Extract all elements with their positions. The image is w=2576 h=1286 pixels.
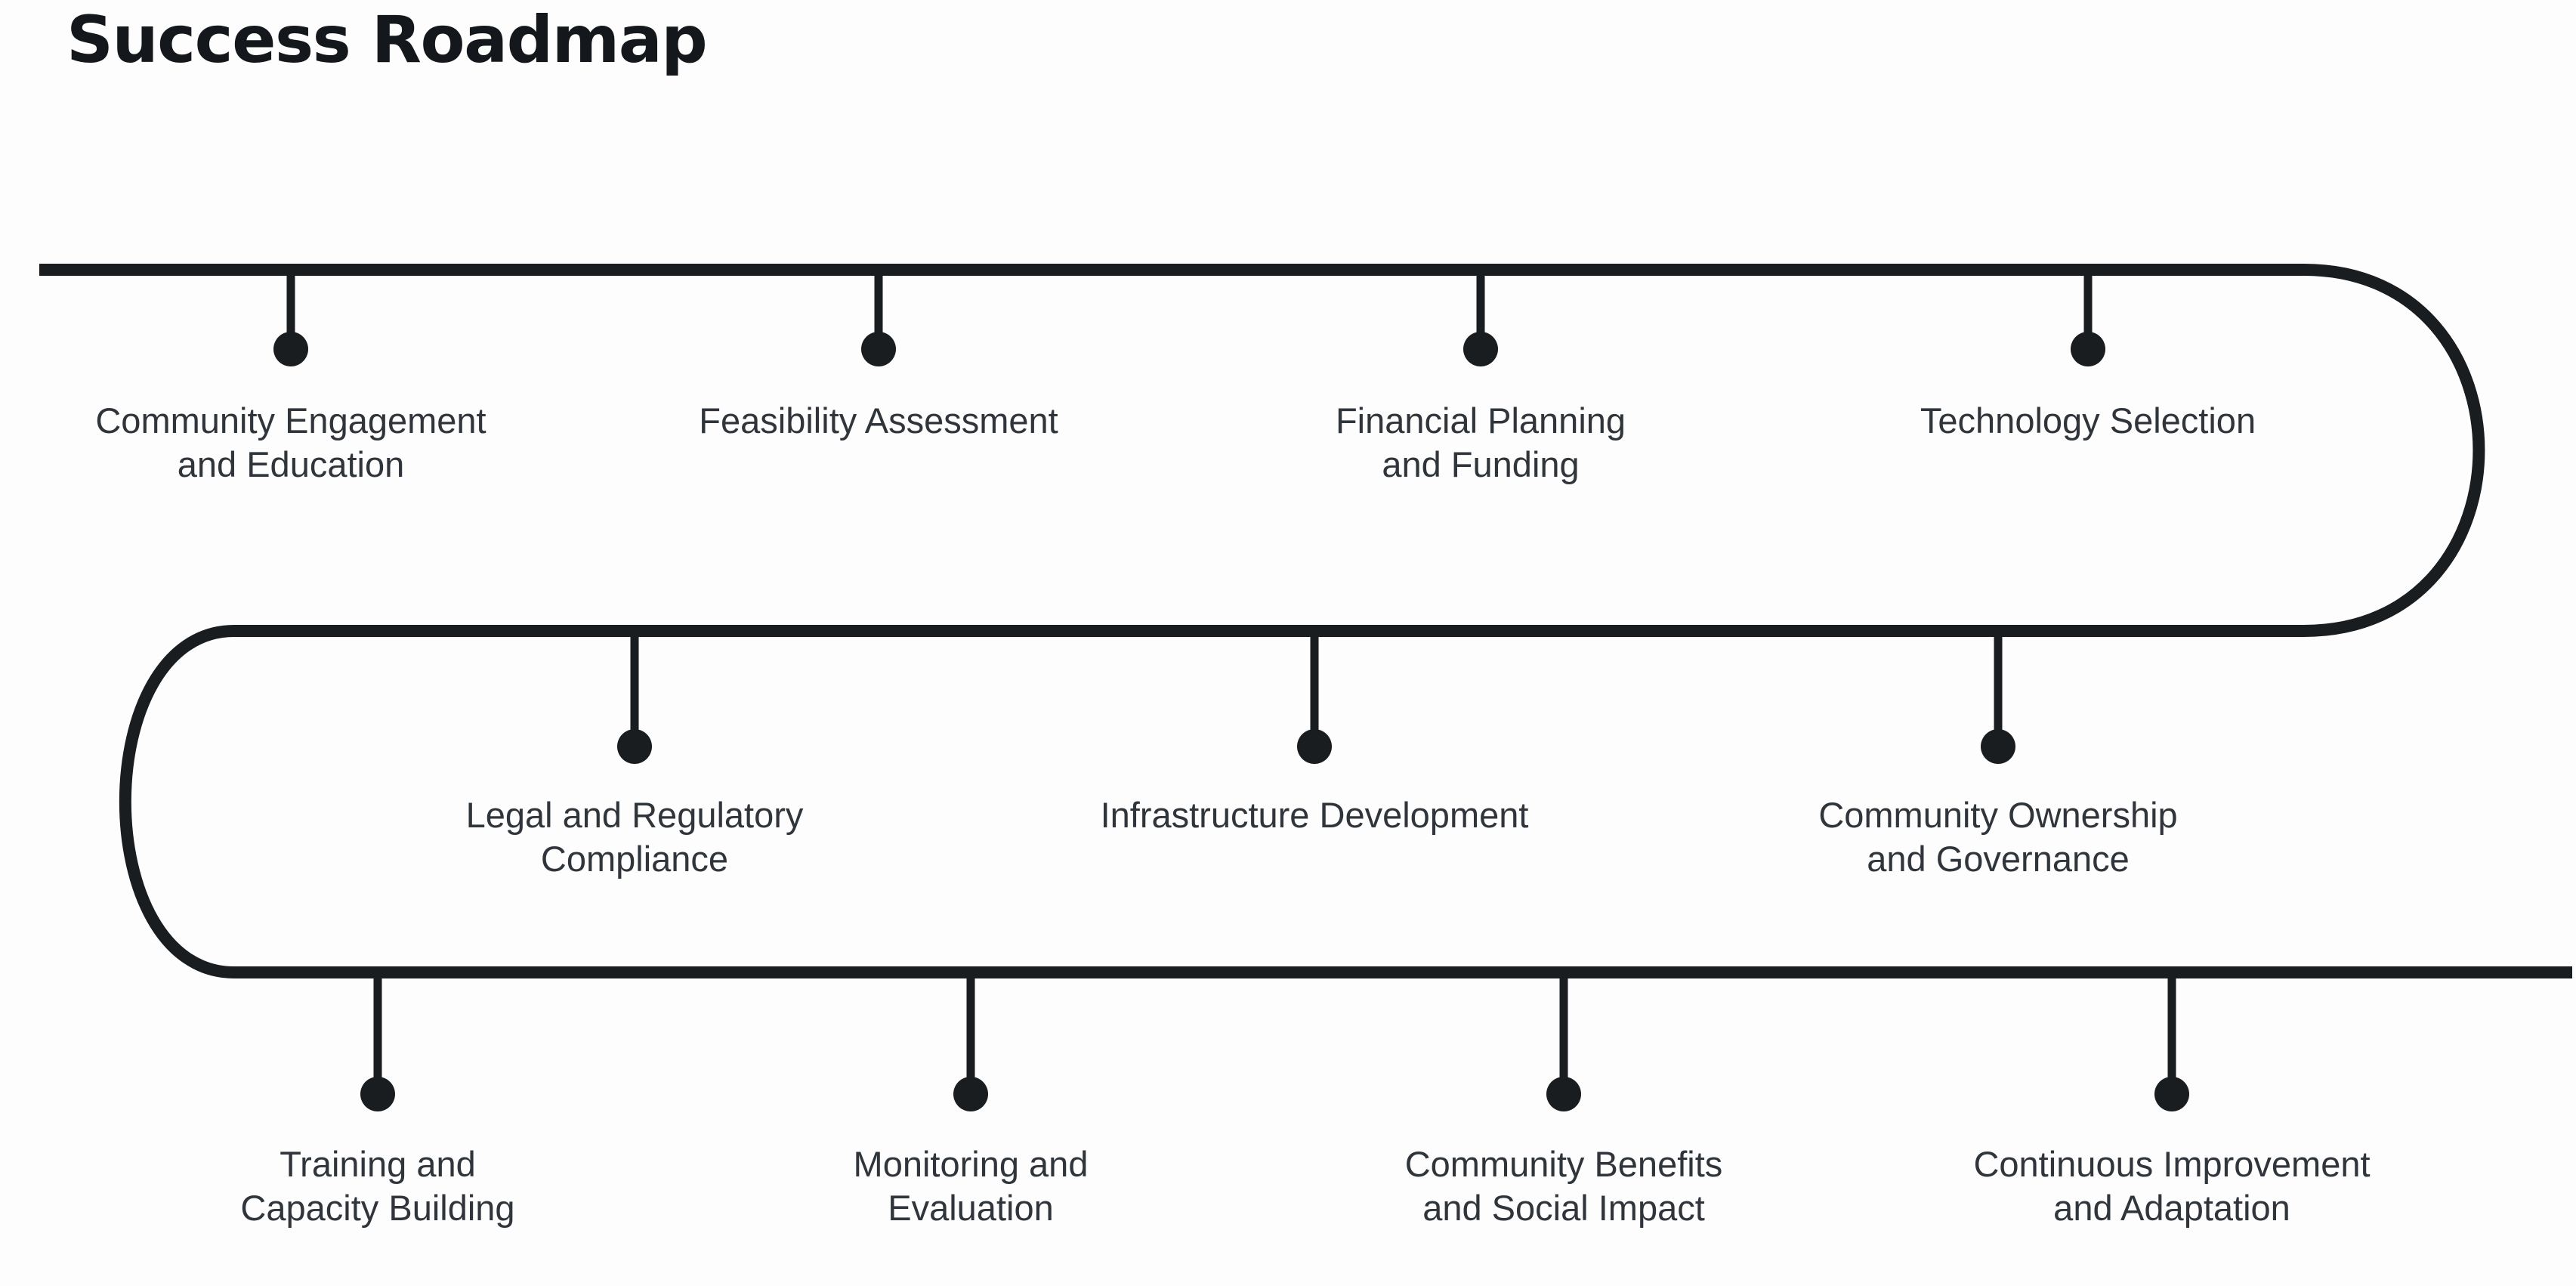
milestone-label-line: Feasibility Assessment [699, 400, 1058, 441]
milestone-dot-1 [273, 332, 308, 366]
milestone-dots-group [273, 332, 2189, 1111]
milestone-label-line: Continuous Improvement [1973, 1144, 2371, 1184]
milestone-label-line: Evaluation [888, 1188, 1054, 1228]
milestone-label-line: Technology Selection [1920, 400, 2256, 441]
milestone-label-line: and Governance [1867, 839, 2130, 879]
milestone-label-line: Training and [280, 1144, 476, 1184]
milestone-label-line: Community Benefits [1404, 1144, 1723, 1184]
milestone-label-4: Technology Selection [1920, 399, 2256, 443]
milestone-dot-9 [953, 1077, 988, 1111]
page-title: Success Roadmap [66, 2, 708, 78]
milestone-label-line: Monitoring and [853, 1144, 1089, 1184]
milestone-label-line: Compliance [540, 839, 729, 879]
milestone-label-line: Capacity Building [240, 1188, 515, 1228]
track-segment-row3 [119, 625, 2572, 978]
milestone-label-6: Infrastructure Development [1101, 793, 1529, 837]
milestone-dot-5 [617, 729, 652, 764]
milestone-stems-group [286, 270, 2176, 1080]
milestone-dot-8 [360, 1077, 395, 1111]
milestone-dot-6 [1297, 729, 1332, 764]
milestone-label-line: and Social Impact [1422, 1188, 1705, 1228]
track-segment-row1 [39, 264, 2485, 637]
milestone-label-line: and Adaptation [2053, 1188, 2290, 1228]
milestone-label-line: Financial Planning [1335, 400, 1626, 441]
milestone-label-line: Community Ownership [1818, 795, 2178, 835]
milestone-dot-3 [1463, 332, 1498, 366]
milestone-dot-11 [2154, 1077, 2189, 1111]
milestone-label-line: and Education [177, 444, 405, 484]
milestone-dot-2 [861, 332, 896, 366]
milestone-label-2: Feasibility Assessment [699, 399, 1058, 443]
milestone-label-line: Legal and Regulatory [465, 795, 804, 835]
track-path-group [39, 264, 2572, 978]
milestone-dot-7 [1981, 729, 2015, 764]
milestone-dot-10 [1546, 1077, 1581, 1111]
milestone-label-line: Infrastructure Development [1100, 795, 1529, 835]
milestone-label-line: Community Engagement [95, 400, 486, 441]
milestone-label-line: and Funding [1382, 444, 1580, 484]
milestone-dot-4 [2071, 332, 2105, 366]
